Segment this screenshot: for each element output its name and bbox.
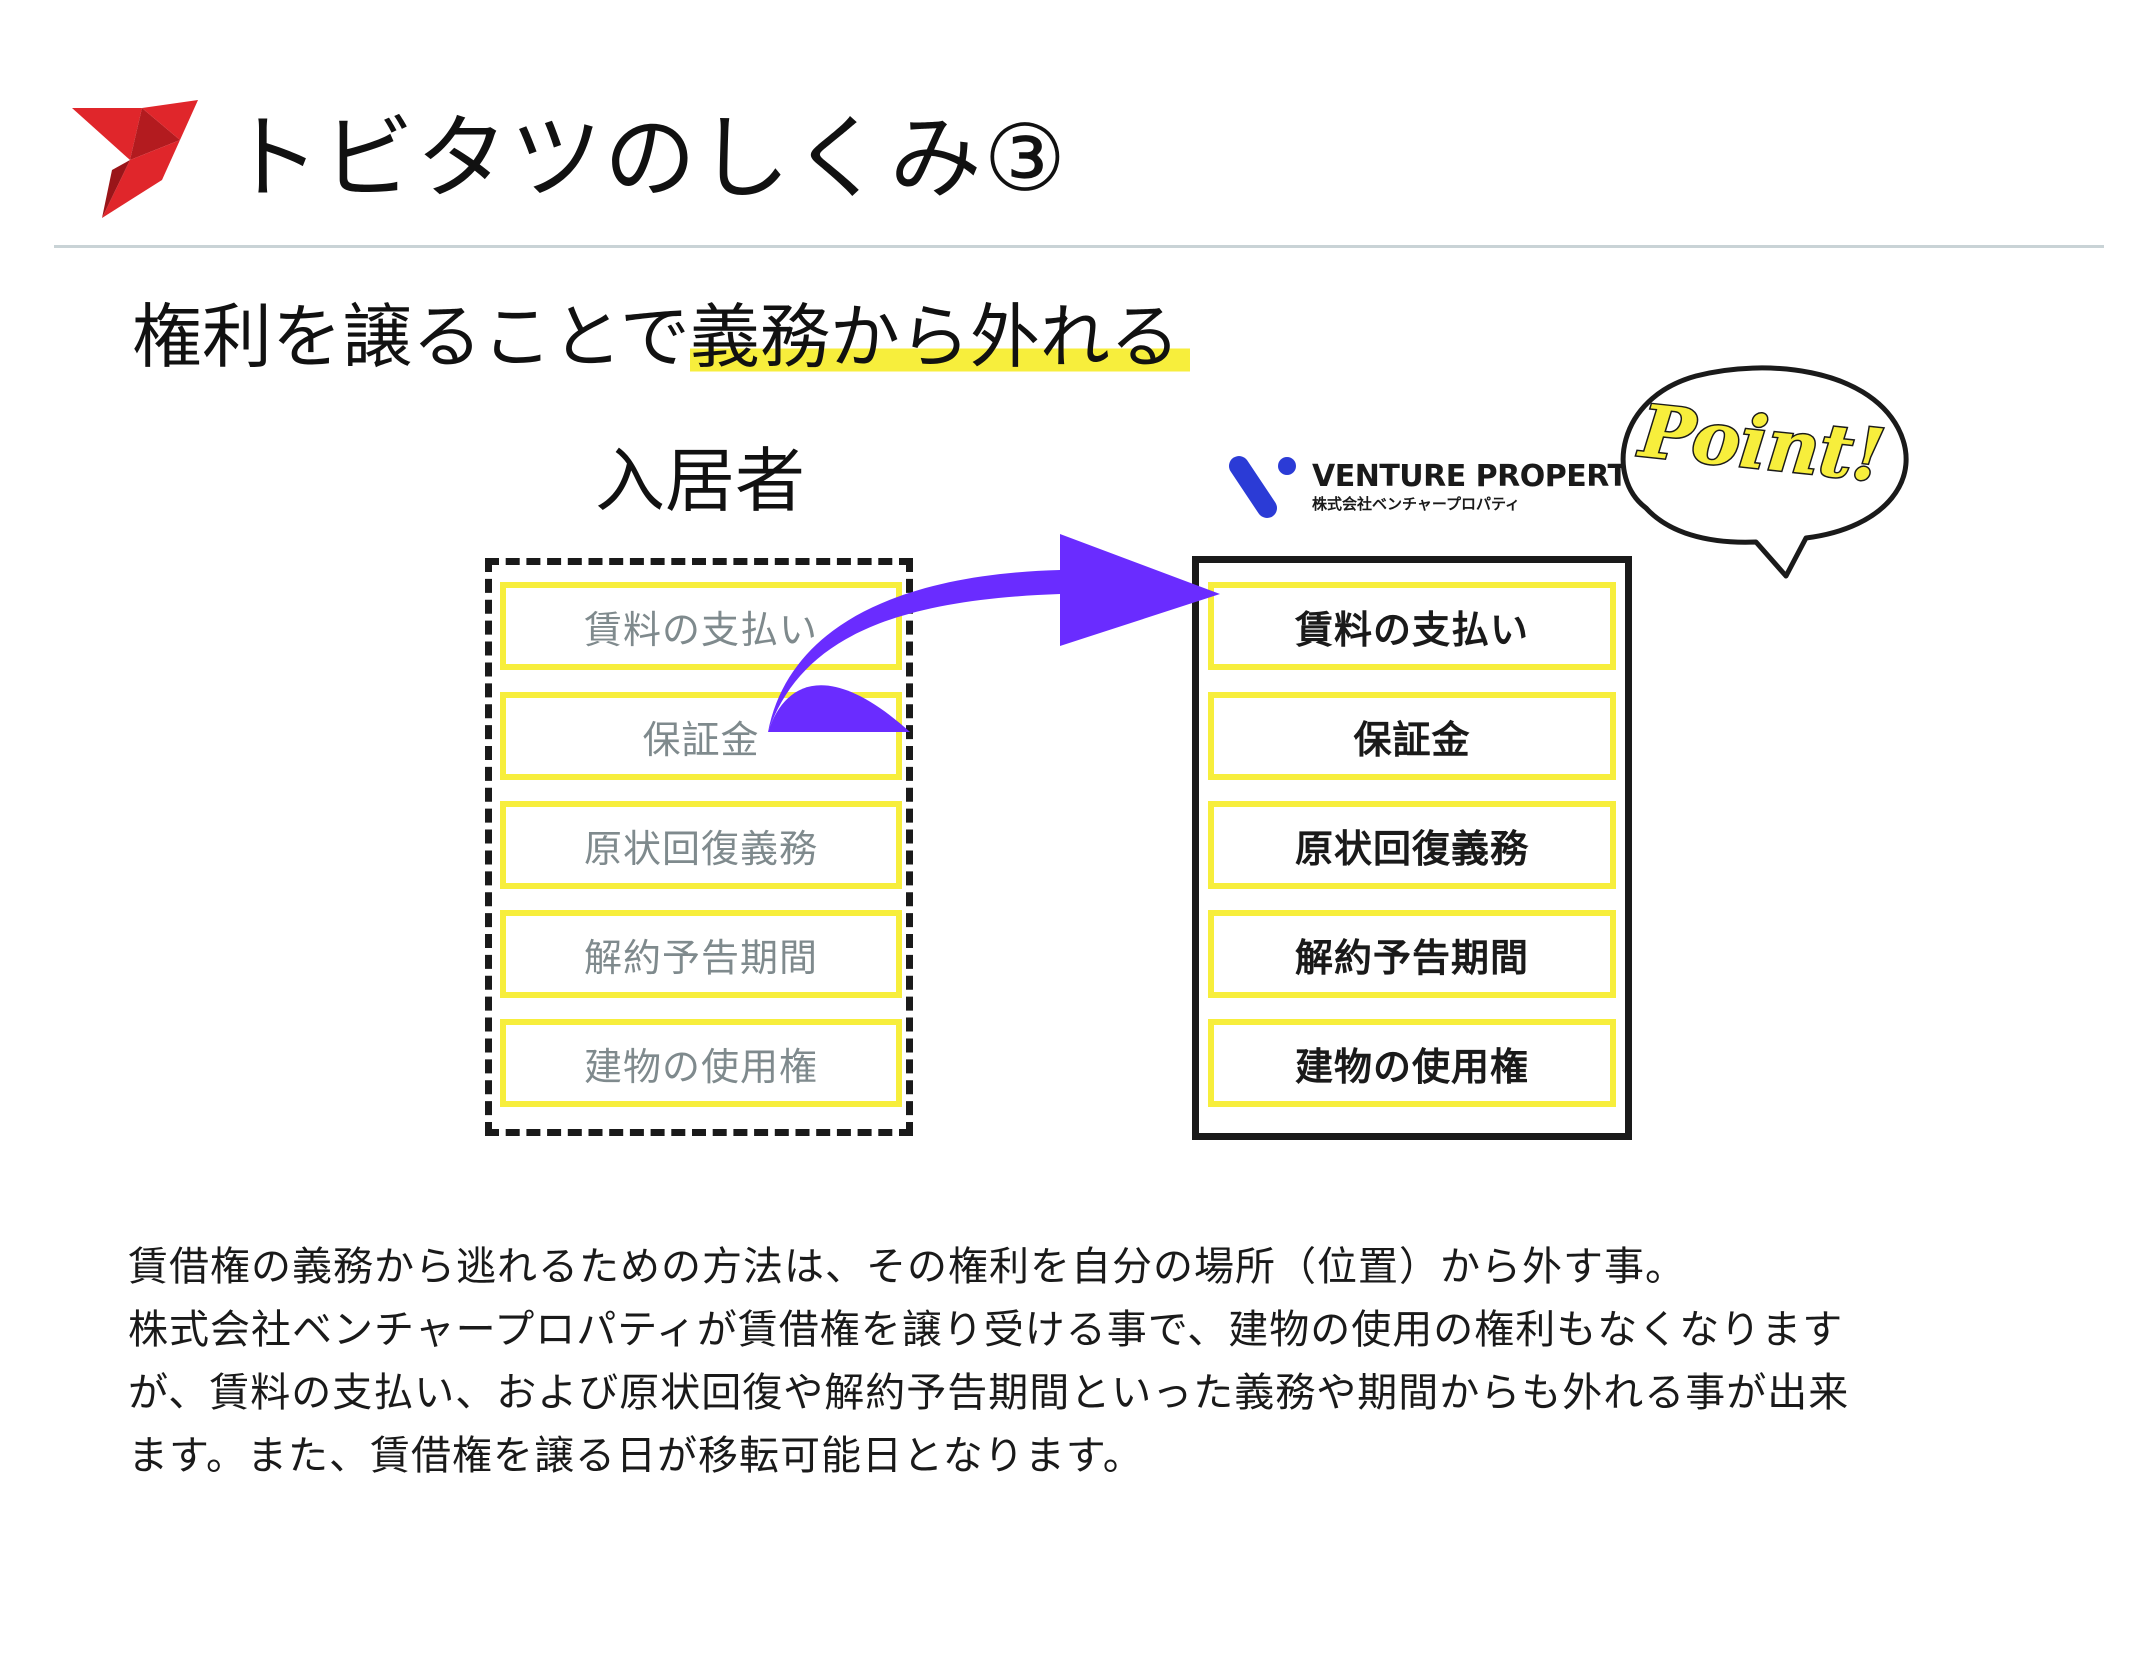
company-item-usage-right: 建物の使用権 (1208, 1019, 1616, 1107)
company-item-rent: 賃料の支払い (1208, 582, 1616, 670)
tenant-item-restoration: 原状回復義務 (500, 801, 902, 889)
tenant-item-notice-period: 解約予告期間 (500, 910, 902, 998)
explanation-line: 賃借権の義務から逃れるための方法は、その権利を自分の場所（位置）から外す事。 (128, 1244, 1686, 1290)
header-divider (54, 245, 2104, 248)
company-obligations-box (1192, 556, 1632, 1140)
bird-logo-icon (72, 100, 198, 218)
company-item-deposit: 保証金 (1208, 692, 1616, 780)
venture-property-logo-icon (1229, 456, 1296, 518)
headline-highlight: 義務から外れる (689, 296, 1190, 378)
tenant-item-deposit: 保証金 (500, 692, 902, 780)
headline: 権利を譲ることで義務から外れる (132, 292, 1190, 382)
company-item-restoration: 原状回復義務 (1208, 801, 1616, 889)
company-name: VENTURE PROPERTY (1312, 459, 1649, 494)
transfer-arrow-icon (768, 534, 1220, 732)
tenant-obligations-box (485, 558, 913, 1136)
tenant-item-usage-right: 建物の使用権 (500, 1019, 902, 1107)
point-speech-bubble (1620, 365, 1909, 579)
tenant-item-rent: 賃料の支払い (500, 582, 902, 670)
explanation-line: が、賃料の支払い、および原状回復や解約予告期間といった義務や期間からも外れる事が… (128, 1370, 1850, 1416)
company-item-notice-period: 解約予告期間 (1208, 910, 1616, 998)
headline-prefix: 権利を譲ることで (132, 296, 690, 378)
company-subname: 株式会社ベンチャープロパティ (1312, 495, 1521, 513)
page-title: トビタツのしくみ③ (228, 105, 1069, 212)
explanation-line: 株式会社ベンチャープロパティが賃借権を譲り受ける事で、建物の使用の権利もなくなり… (128, 1307, 1844, 1353)
tenant-label: 入居者 (595, 440, 805, 522)
explanation-line: ます。また、賃借権を譲る日が移転可能日となります。 (128, 1433, 1144, 1479)
explanation-text: 賃借権の義務から逃れるための方法は、その権利を自分の場所（位置）から外す事。 株… (128, 1236, 2028, 1488)
